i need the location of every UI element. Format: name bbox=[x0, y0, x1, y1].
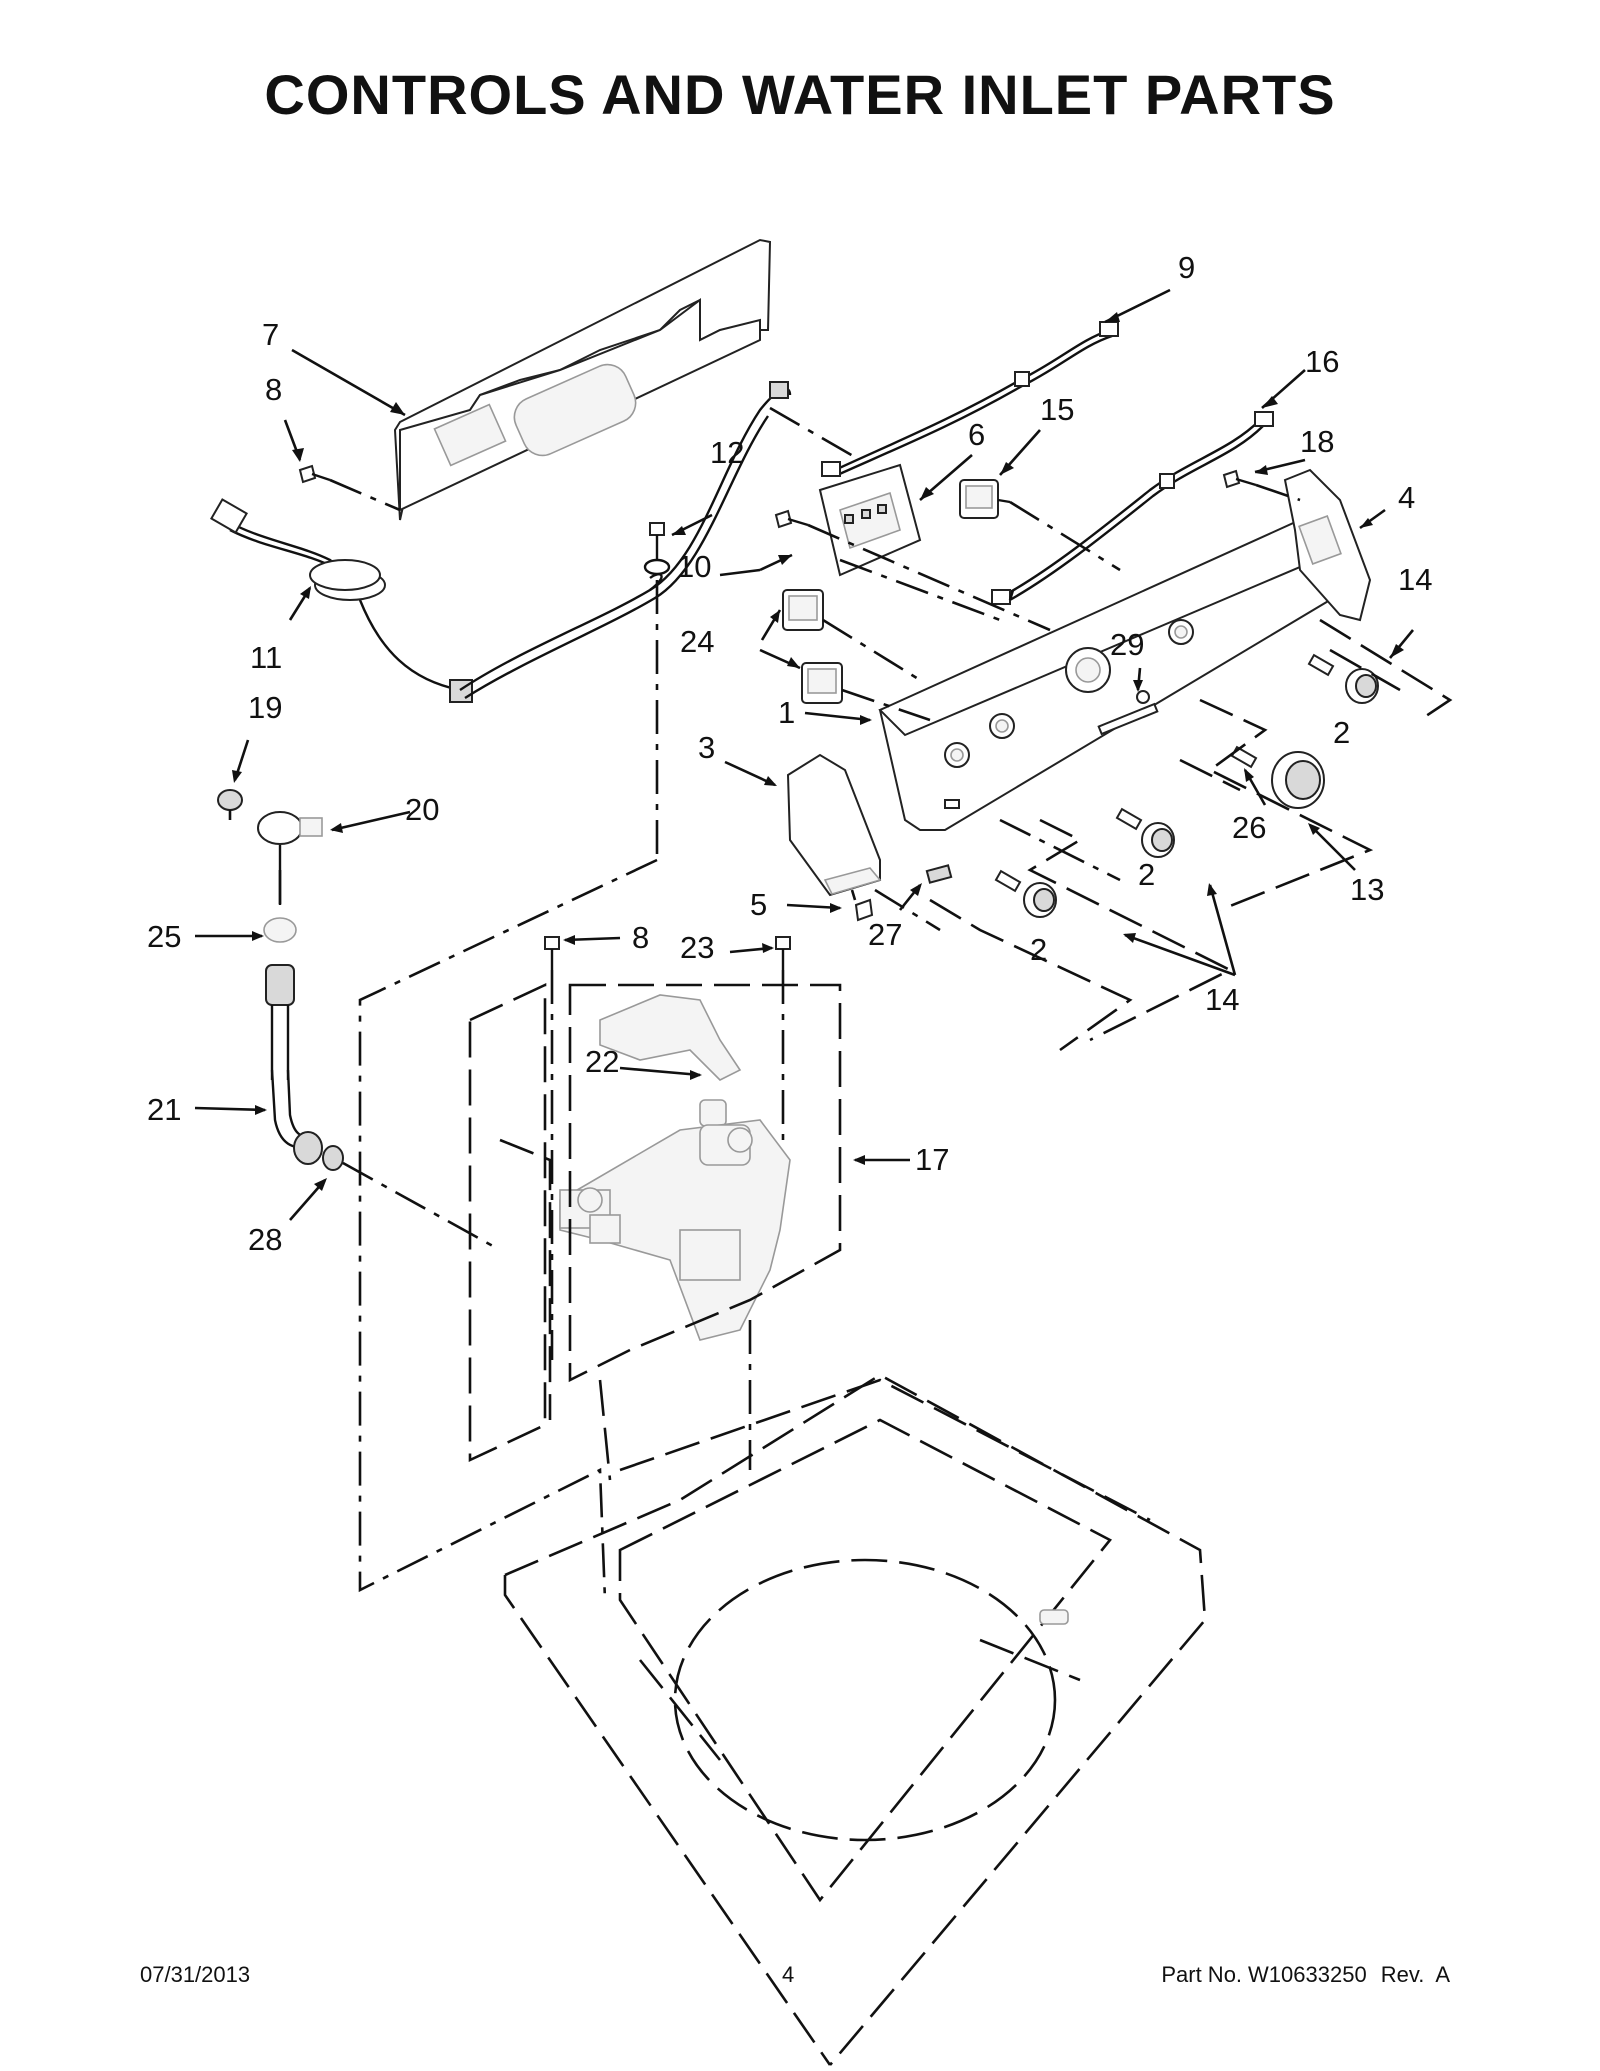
footer-date: 07/31/2013 bbox=[140, 1962, 251, 1987]
callout-14: 14 bbox=[1398, 562, 1432, 597]
assembly-lines bbox=[228, 406, 1453, 1601]
callout-9: 9 bbox=[1178, 250, 1195, 285]
valve-assembly-part-17-22 bbox=[559, 994, 791, 1341]
callout-20: 20 bbox=[405, 792, 439, 827]
callout-8: 8 bbox=[632, 920, 649, 955]
callout-6: 6 bbox=[968, 417, 985, 452]
screw-part-12 bbox=[643, 522, 671, 576]
callout-5: 5 bbox=[750, 887, 767, 922]
footer-part-number: Part No.W10633250 Rev. A bbox=[1155, 1962, 1450, 1988]
callout-14: 14 bbox=[1205, 982, 1239, 1017]
callout-3: 3 bbox=[698, 730, 715, 765]
part-number: W10633250 bbox=[1248, 1962, 1367, 1987]
callout-21: 21 bbox=[147, 1092, 181, 1127]
callout-23: 23 bbox=[680, 930, 714, 965]
callout-19: 19 bbox=[248, 690, 282, 725]
screen-part-25 bbox=[263, 917, 297, 943]
footer-page-number: 4 bbox=[782, 1962, 795, 1987]
screws bbox=[298, 464, 1257, 970]
screw-part-10 bbox=[774, 509, 809, 529]
screw-part-18 bbox=[1222, 469, 1257, 489]
callout-2: 2 bbox=[1138, 857, 1155, 892]
callout-10: 10 bbox=[677, 549, 711, 584]
callout-2: 2 bbox=[1030, 932, 1047, 967]
end-cap-part-3 bbox=[786, 753, 882, 897]
callout-11: 11 bbox=[250, 640, 282, 675]
callout-15: 15 bbox=[1040, 392, 1074, 427]
washer-part-28 bbox=[322, 1145, 344, 1171]
switches-part-24 bbox=[782, 589, 843, 704]
callout-27: 27 bbox=[868, 917, 902, 952]
callout-16: 16 bbox=[1305, 344, 1339, 379]
hose-part-21-fitting bbox=[265, 964, 295, 1006]
fitting-part-20 bbox=[257, 811, 303, 845]
wire-harness-ground bbox=[459, 381, 792, 700]
screw-part-8-lower bbox=[544, 936, 560, 970]
end-cap-part-4 bbox=[1283, 468, 1372, 622]
washer-part-19 bbox=[217, 789, 243, 811]
callout-29: 29 bbox=[1110, 627, 1144, 662]
cabinet-top bbox=[503, 1373, 1207, 2066]
callout-1: 1 bbox=[778, 695, 795, 730]
callout-25: 25 bbox=[147, 919, 181, 954]
callout-8: 8 bbox=[265, 372, 282, 407]
callout-arrows bbox=[194, 288, 1415, 1221]
clip-part-5 bbox=[854, 898, 874, 922]
screw-part-8-upper bbox=[298, 464, 331, 484]
callout-17: 17 bbox=[915, 1142, 949, 1177]
callout-24: 24 bbox=[680, 624, 714, 659]
callout-2: 2 bbox=[1333, 715, 1350, 750]
rear-bracket-part-7 bbox=[393, 238, 772, 521]
callout-22: 22 bbox=[585, 1044, 619, 1079]
knobs-part-2 bbox=[994, 653, 1379, 918]
page-title: CONTROLS AND WATER INLET PARTS bbox=[264, 63, 1336, 126]
control-board-part-6 bbox=[818, 463, 922, 577]
callout-7: 7 bbox=[262, 317, 279, 352]
callout-26: 26 bbox=[1232, 810, 1266, 845]
inlet-parts bbox=[217, 789, 344, 1171]
wire-harness-part-16 bbox=[991, 411, 1274, 605]
callout-28: 28 bbox=[248, 1222, 282, 1257]
callout-13: 13 bbox=[1350, 872, 1384, 907]
callout-18: 18 bbox=[1300, 424, 1334, 459]
revision: Rev. A bbox=[1380, 1962, 1450, 1987]
light-pipe-part-27 bbox=[925, 864, 953, 884]
part-label: Part No. bbox=[1161, 1962, 1243, 1987]
callout-12: 12 bbox=[710, 435, 744, 470]
callout-labels: 1 2 2 2 2 3 4 5 6 7 8 8 9 10 11 12 13 14… bbox=[147, 250, 1432, 1257]
callout-4: 4 bbox=[1398, 480, 1415, 515]
screw-part-23 bbox=[775, 936, 791, 970]
switch-part-15 bbox=[959, 479, 1011, 519]
